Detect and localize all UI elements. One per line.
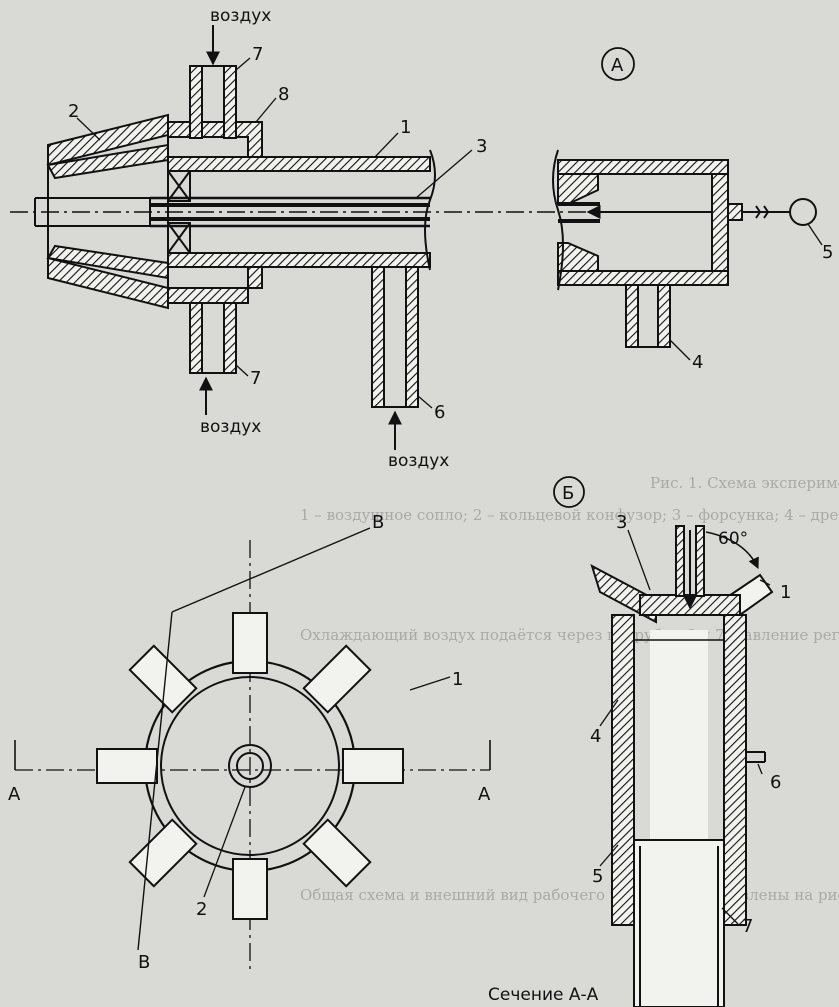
end-fitting xyxy=(727,203,743,221)
figure-a-labels: воздух воздух воздух 2 1 3 8 7 7 6 4 5 А xyxy=(68,6,833,471)
tube-4-right-wall xyxy=(657,284,671,348)
radial-tube-270 xyxy=(96,748,158,784)
chamber-cone-lower xyxy=(557,242,599,272)
label-5: 5 xyxy=(822,242,833,263)
break-line-a xyxy=(424,149,436,271)
ghost-line-1: 1 – воздушное сопло; 2 – кольцевой конфу… xyxy=(300,506,839,524)
radial-tube-180 xyxy=(232,858,268,920)
angle-label: 60° xyxy=(718,529,748,549)
figure-b-section-aa xyxy=(553,476,774,1007)
radial-tube-45 xyxy=(302,644,372,714)
section-title: Сечение А-А xyxy=(488,985,599,1005)
label-c-2: 2 xyxy=(196,899,207,920)
label-b-7: 7 xyxy=(742,916,753,937)
body-right-wall xyxy=(723,614,747,926)
tube-7-top-left-wall xyxy=(189,65,203,139)
label-b-4: 4 xyxy=(590,726,601,747)
bleed-through-text: Рис. 1. Схема экспериментальной установк… xyxy=(300,474,839,904)
air-label-bottom-left: воздух xyxy=(200,417,261,437)
label-b-1: 1 xyxy=(780,582,791,603)
ghost-line-3: Общая схема и внешний вид рабочего участ… xyxy=(300,886,839,904)
label-a-left: А xyxy=(8,784,21,805)
figure-c-labels: В В А А 1 2 xyxy=(8,512,491,973)
tube-6-right-wall xyxy=(405,266,419,408)
label-8: 8 xyxy=(278,84,289,105)
label-b-top: В xyxy=(372,512,384,533)
air-label-top: воздух xyxy=(210,6,271,26)
tag-b-circle xyxy=(553,476,585,508)
tube-6-left-wall xyxy=(371,266,385,408)
label-b-6: 6 xyxy=(770,772,781,793)
chamber-bottom-wall xyxy=(557,270,729,286)
label-7-top: 7 xyxy=(252,44,263,65)
figure-a-burner-section xyxy=(10,25,823,450)
body-left-wall xyxy=(611,614,635,926)
section-line-b-top xyxy=(171,527,371,613)
radial-tube-225 xyxy=(128,818,198,888)
ghost-line-2: Охлаждающий воздух подаётся через патруб… xyxy=(300,626,839,644)
tube-7-bottom-left-wall xyxy=(189,302,203,374)
tag-a-circle xyxy=(601,47,635,81)
tag-a-letter: А xyxy=(611,55,624,76)
inner-ring xyxy=(160,676,340,856)
label-a-right: А xyxy=(478,784,491,805)
tube-7-bottom-right-wall xyxy=(223,302,237,374)
label-6: 6 xyxy=(434,402,445,423)
label-7-bottom: 7 xyxy=(250,368,261,389)
bottom-tube-7 xyxy=(633,839,725,1007)
chamber-top-wall xyxy=(557,159,729,175)
top-tube-left xyxy=(675,525,685,597)
label-b-bottom: В xyxy=(138,952,150,973)
label-1: 1 xyxy=(400,117,411,138)
label-b-5: 5 xyxy=(592,866,603,887)
tube-1-lower-wall xyxy=(167,252,431,268)
tube-7-top-right-wall xyxy=(223,65,237,139)
label-4: 4 xyxy=(692,352,703,373)
tag-b-letter: Б xyxy=(562,483,574,504)
section-line-b xyxy=(137,611,173,951)
loop-5 xyxy=(789,198,817,226)
chamber-end-wall xyxy=(711,173,729,272)
label-b-3: 3 xyxy=(616,512,627,533)
figure-caption-ghost: Рис. 1. Схема экспериментальной установк… xyxy=(650,474,839,492)
figure-c-cross-section xyxy=(14,527,491,970)
collar-lower xyxy=(167,266,263,304)
radial-tube-0 xyxy=(232,612,268,674)
radial-tube-315 xyxy=(128,644,198,714)
tube-4-left-wall xyxy=(625,284,639,348)
top-tube-right xyxy=(695,525,705,597)
label-3: 3 xyxy=(476,136,487,157)
air-label-bottom-right: воздух xyxy=(388,451,449,471)
break-line-b xyxy=(552,149,564,291)
label-2: 2 xyxy=(68,101,79,122)
collar-8 xyxy=(167,121,263,158)
radial-tube-135 xyxy=(302,818,372,888)
radial-tube-90 xyxy=(342,748,404,784)
center-outer-circle xyxy=(228,744,272,788)
angle-arc xyxy=(705,531,759,570)
figure-b-labels: Б 60° 3 1 4 6 5 7 Сечение А-А xyxy=(488,483,791,1005)
chamber-cone-upper xyxy=(557,173,599,205)
tube-1-upper-wall xyxy=(167,156,431,172)
center-inner-circle xyxy=(236,752,264,780)
label-c-1: 1 xyxy=(452,669,463,690)
